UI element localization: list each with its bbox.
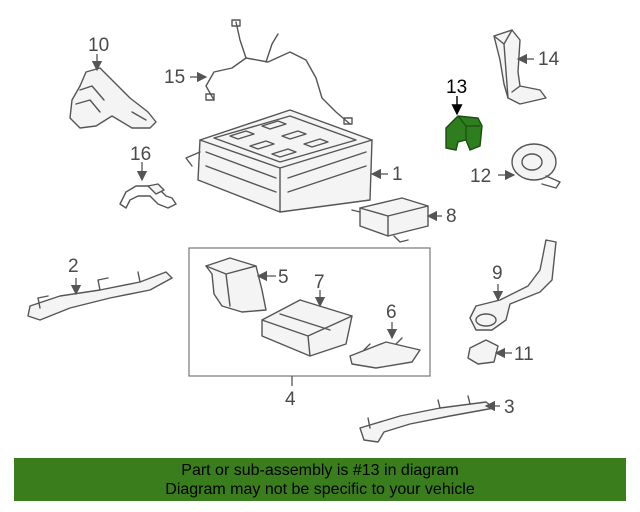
part-14-duct: 14 bbox=[493, 29, 560, 105]
callout-16: 16 bbox=[130, 144, 151, 165]
info-banner: Part or sub-assembly is #13 in diagram D… bbox=[14, 458, 626, 501]
callout-8: 8 bbox=[446, 206, 457, 227]
part-7-module: 7 bbox=[261, 272, 353, 357]
callout-2: 2 bbox=[68, 256, 79, 277]
part-12-blower: 12 bbox=[470, 143, 561, 189]
part-6-bracket: 6 bbox=[349, 302, 421, 369]
banner-line-1: Part or sub-assembly is #13 in diagram bbox=[181, 462, 459, 479]
callout-3: 3 bbox=[504, 397, 515, 418]
callout-7: 7 bbox=[314, 272, 325, 293]
callout-13: 13 bbox=[446, 77, 467, 98]
callout-4: 4 bbox=[285, 389, 296, 410]
part-8-ecu: 8 bbox=[351, 197, 457, 243]
part-3-bracket: 3 bbox=[359, 395, 515, 443]
group-box-4: 4 bbox=[188, 247, 431, 410]
banner-line-2: Diagram may not be specific to your vehi… bbox=[165, 481, 475, 498]
part-13-bracket-highlighted: 13 bbox=[445, 77, 483, 151]
part-2-bracket: 2 bbox=[27, 256, 173, 321]
part-15-wire-harness: 15 bbox=[164, 19, 353, 125]
callout-14: 14 bbox=[538, 49, 560, 70]
callout-1: 1 bbox=[392, 164, 403, 185]
callout-9: 9 bbox=[492, 263, 503, 284]
callout-12: 12 bbox=[470, 166, 491, 187]
part-1-battery-assembly: 1 bbox=[185, 109, 403, 213]
callout-11: 11 bbox=[514, 344, 534, 365]
callout-10: 10 bbox=[88, 35, 109, 56]
part-10-duct: 10 bbox=[69, 35, 157, 129]
callout-15: 15 bbox=[164, 67, 185, 88]
callout-5: 5 bbox=[278, 267, 289, 288]
part-16-cable: 16 bbox=[119, 144, 177, 209]
callout-6: 6 bbox=[386, 302, 397, 323]
part-9-duct: 9 bbox=[469, 239, 557, 331]
part-5-duct: 5 bbox=[205, 257, 289, 313]
part-11-cap: 11 bbox=[467, 339, 534, 365]
